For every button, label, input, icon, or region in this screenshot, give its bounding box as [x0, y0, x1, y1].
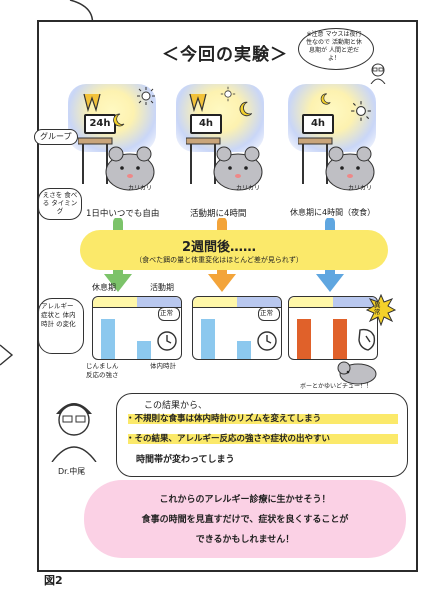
active-label: 活動期: [150, 283, 174, 292]
period-header: [93, 297, 181, 308]
broken-clock-icon: [358, 328, 376, 351]
group-sign-2: 4h: [190, 114, 222, 134]
itchy-mouse-icon: [337, 361, 377, 385]
normal-badge: [258, 307, 280, 321]
mouse-cage-2: [186, 137, 263, 191]
result-line-2a: ・その結果、アレルギー反応の強さや症状の出やすい: [126, 434, 331, 444]
rest-bar: [297, 319, 311, 359]
rest-period-bg: [93, 297, 137, 307]
abnormal-label: 異常: [374, 301, 381, 316]
active-bar: [137, 341, 151, 359]
clock-icon: [257, 331, 277, 351]
note-text: ※注意 マウスは夜行性なので 活動期と休息期が 人間と逆だよ！: [306, 31, 362, 62]
sound-text-1: カリカリ: [128, 185, 153, 192]
result-highlight-1: [128, 414, 398, 424]
active-period-bg: [137, 297, 181, 307]
result-line-2b: 時間帯が変わってしまう: [136, 455, 235, 465]
closing-line-3: できるかもしれません！: [195, 535, 295, 545]
sun-icon: [220, 86, 236, 102]
normal-label: 正常: [260, 309, 273, 317]
two-weeks-heading: 2週間後……: [181, 240, 257, 255]
normal-badge: [158, 307, 180, 321]
active-period-bg: [237, 297, 281, 307]
result-intro: この結果から、: [144, 401, 208, 411]
sound-text-2: カリカリ: [236, 185, 261, 192]
rest-period-bg: [193, 297, 237, 307]
feeder-icon: [83, 93, 101, 112]
side-label-bubble: [38, 298, 84, 354]
side-label: アレルギー 症状と 体内時計 の変化: [41, 302, 76, 328]
mouse-sound: ボーとかゆいどチュー！！: [300, 383, 373, 390]
allergy-label: じんましん 反応の強さ: [86, 362, 119, 379]
closing-line-2: 食事の時間を見直すだけで、症状を良くすることが: [141, 515, 349, 525]
grouping-label-bubble: [34, 129, 78, 145]
bar-area: [93, 307, 181, 359]
figure-caption: 図2: [44, 574, 63, 587]
result-chart-2: [192, 296, 282, 360]
note-bubble: [298, 28, 374, 70]
scientist-small-icon: [370, 63, 386, 84]
bar-area: [193, 307, 281, 359]
group-sign-3: 4h: [302, 114, 334, 134]
result-chart-3: [288, 296, 378, 360]
rest-period-bg: [289, 297, 333, 307]
rest-bar: [101, 319, 115, 359]
clock-icon: [157, 331, 177, 351]
two-weeks-band: [80, 230, 388, 270]
left-pointer-icon: [0, 344, 14, 366]
feeding-label-bubble: [38, 188, 82, 220]
period-header: [289, 297, 377, 308]
group-caption-2: 活動期に4時間: [190, 209, 247, 219]
sun-icon: [137, 87, 155, 105]
feeder-icon: [189, 93, 207, 112]
rest-bar: [201, 319, 215, 359]
active-bar: [237, 341, 251, 359]
group-caption-1: 1日中いつでも自由: [86, 209, 160, 219]
clock-label: 体内時計: [150, 362, 176, 370]
moon-icon: [320, 93, 331, 105]
result-line-1: ・不規則な食事は体内時計のリズムを変えてしまう: [126, 414, 322, 424]
result-highlight-2: [128, 434, 398, 444]
moon-icon: [113, 113, 125, 127]
closing-bubble: [84, 480, 406, 558]
moon-icon: [239, 101, 253, 117]
grouping-label: グループ: [40, 132, 72, 141]
rest-label: 休息期: [92, 283, 116, 292]
feeding-label: えさを 食べる タイミング: [42, 191, 78, 215]
group-caption-3: 休息期に4時間（夜食）: [290, 208, 376, 217]
active-period-bg: [333, 297, 377, 307]
bar-area: [289, 307, 377, 359]
mouse-cage-3: [298, 137, 375, 191]
active-bar: [333, 319, 347, 359]
mouse-cage-1: [78, 137, 155, 191]
closing-line-1: これからのアレルギー診療に生かせそう！: [159, 495, 331, 505]
doctor-avatar: [51, 403, 97, 462]
page-title: ＜今回の実験＞: [162, 45, 288, 65]
normal-label: 正常: [160, 309, 173, 317]
doctor-name: Dr.中尾: [58, 467, 86, 476]
sound-text-3: カリカリ: [348, 185, 373, 192]
abnormal-burst-icon: [366, 294, 396, 326]
sun-icon: [351, 101, 371, 121]
period-header: [193, 297, 281, 308]
two-weeks-subtext: （食べた餌の量と体重変化はほとんど差が見られず）: [135, 256, 303, 264]
